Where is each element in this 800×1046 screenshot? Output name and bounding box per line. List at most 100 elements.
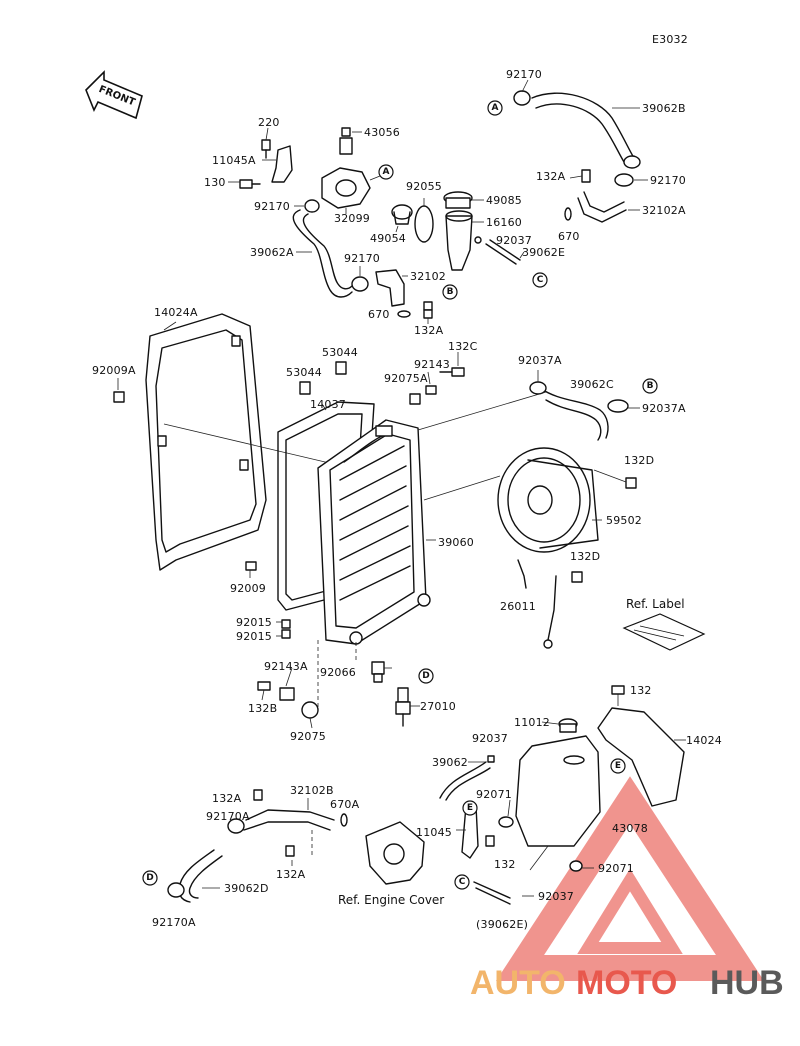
callout-b-mid: B (442, 284, 458, 300)
part-label: 39062D (224, 882, 269, 895)
part-label: 132A (276, 868, 306, 881)
front-arrow-icon: FRONT (85, 70, 143, 120)
bolt-132b (257, 681, 271, 691)
part-label: 92066 (320, 666, 356, 679)
bolt-92009 (245, 561, 257, 571)
switch-27010 (395, 687, 411, 727)
reservoir-cover-14024 (597, 707, 685, 807)
part-label: 39062E (522, 246, 565, 259)
part-label: 92037A (518, 354, 562, 367)
grommet-92075a (409, 393, 421, 405)
part-label: 92075 (290, 730, 326, 743)
bolt-132a-low (253, 789, 263, 801)
fan-59502 (497, 447, 599, 589)
ref-label-text: Ref. Label (626, 597, 685, 611)
svg-text:A: A (383, 167, 390, 177)
part-label: 39062A (250, 246, 294, 259)
bolt-132 (611, 685, 625, 695)
ref-engine-cover-text: Ref. Engine Cover (338, 893, 444, 907)
svg-text:A: A (492, 103, 499, 113)
part-label: 132A (414, 324, 444, 337)
bolt-132-low (485, 835, 495, 847)
collar-92143 (425, 385, 437, 395)
part-label: 49054 (370, 232, 406, 245)
callout-d-low: D (142, 870, 158, 886)
part-label: 92009 (230, 582, 266, 595)
part-label: 132A (212, 792, 242, 805)
part-label: (39062E) (476, 918, 528, 931)
bolt-132a (423, 301, 433, 319)
svg-text:E: E (615, 761, 621, 771)
grommet-92075 (301, 701, 319, 719)
bolt-130 (239, 179, 261, 189)
part-label: 130 (204, 176, 226, 189)
part-label: 92037 (496, 234, 532, 247)
part-label: 670 (368, 308, 390, 321)
part-label: 43078 (612, 822, 648, 835)
engine-cover-ref (365, 821, 425, 885)
part-label: 92071 (476, 788, 512, 801)
svg-text:HUB: HUB (710, 964, 784, 1002)
part-label: 16160 (486, 216, 522, 229)
part-label: 43056 (364, 126, 400, 139)
part-label: 14024A (154, 306, 198, 319)
callout-a-mid: A (378, 164, 394, 180)
thermostat-49054 (391, 204, 413, 225)
damper-53044 (335, 361, 347, 375)
callout-e-right: E (610, 758, 626, 774)
part-label: 92170A (152, 916, 196, 929)
ref-label-plate (622, 613, 706, 651)
radiator-cap-49085 (443, 191, 473, 209)
part-label: 132C (448, 340, 478, 353)
part-label: 14024 (686, 734, 722, 747)
sensor-43056 (339, 127, 353, 155)
part-label: 132A (536, 170, 566, 183)
bolt-132d-b (571, 571, 583, 583)
o-ring-670 (564, 207, 572, 221)
part-label: 92055 (406, 180, 442, 193)
part-label: 32102B (290, 784, 334, 797)
callout-c-low: C (454, 874, 470, 890)
wire-26011 (543, 575, 557, 649)
diagram-code: E3032 (652, 33, 688, 46)
hose-39062 (439, 761, 491, 801)
part-label: 32102 (410, 270, 446, 283)
svg-text:D: D (146, 873, 153, 883)
part-label: 670A (330, 798, 360, 811)
svg-text:D: D (422, 671, 429, 681)
part-label: 92170 (650, 174, 686, 187)
part-label: 92015 (236, 616, 272, 629)
bolt-220 (261, 139, 271, 159)
part-label: 11012 (514, 716, 550, 729)
reservoir-tank-43078 (515, 735, 601, 847)
svg-text:C: C (537, 275, 544, 285)
part-label: 39062 (432, 756, 468, 769)
svg-text:E: E (467, 803, 473, 813)
pipe-32102 (375, 269, 405, 307)
callout-e-left: E (462, 800, 478, 816)
callout-b-right: B (642, 378, 658, 394)
part-label: 92170 (344, 252, 380, 265)
bolt-132a-bot (285, 845, 295, 857)
clamp-92170-left (304, 199, 320, 213)
o-ring-670-mid (397, 310, 411, 318)
tube-39062e-lower (473, 881, 511, 905)
bolt-92009a (113, 391, 125, 403)
part-label: 39062B (642, 102, 686, 115)
tube-39062e (485, 239, 521, 265)
hose-39062a (292, 209, 353, 298)
part-label: 92071 (598, 862, 634, 875)
pipe-32102b (227, 809, 348, 834)
part-label: 32099 (334, 212, 370, 225)
svg-text:B: B (647, 381, 654, 391)
part-label: 53044 (322, 346, 358, 359)
hose-39062d (167, 849, 223, 903)
part-label: 92015 (236, 630, 272, 643)
svg-text:AUTO: AUTO (470, 964, 566, 1002)
watermark-text: AUTO MOTO HUB (470, 964, 784, 1002)
part-label: 92037A (642, 402, 686, 415)
part-label: 92143A (264, 660, 308, 673)
part-label: 59502 (606, 514, 642, 527)
sensor-92066 (371, 661, 385, 683)
